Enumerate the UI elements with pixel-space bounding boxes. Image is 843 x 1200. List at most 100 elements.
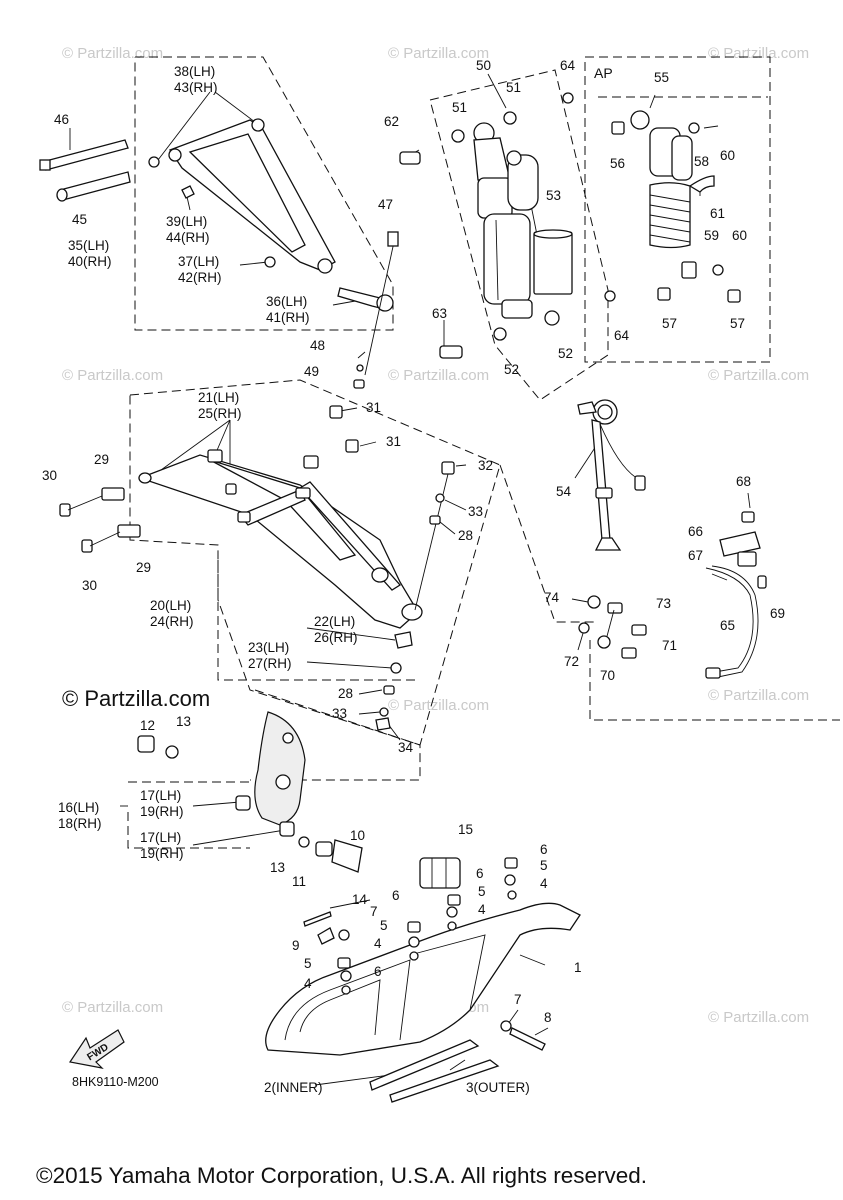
callout: 5	[478, 884, 486, 899]
sensor-cable	[705, 511, 767, 679]
callout: 58	[694, 154, 709, 169]
callout: 53	[546, 188, 561, 203]
spring-icon	[649, 194, 691, 243]
ski	[265, 857, 581, 1103]
callout: 14	[352, 892, 368, 907]
diagram-code: 8HK9110-M200	[72, 1075, 159, 1089]
callout: 22(LH)	[314, 614, 355, 629]
callout: 46	[54, 112, 69, 127]
watermark: © Partzilla.com	[62, 367, 163, 384]
gauge-tool	[577, 399, 646, 551]
callout: 10	[350, 828, 365, 843]
callout: 64	[614, 328, 630, 343]
callout: 45	[72, 212, 87, 227]
callout: 6	[392, 888, 400, 903]
callout: 17(LH)	[140, 830, 181, 845]
watermark: © Partzilla.com	[708, 1009, 809, 1026]
callout: 23(LH)	[248, 640, 289, 655]
shock-absorber	[399, 92, 616, 359]
callout: 68	[736, 474, 751, 489]
callout: 27(RH)	[248, 656, 292, 671]
callout: 41(RH)	[266, 310, 310, 325]
callout: 8	[544, 1010, 552, 1025]
callout: 2(INNER)	[264, 1080, 323, 1095]
callout: 4	[304, 976, 312, 991]
callout: 18(RH)	[58, 816, 102, 831]
callout: 29	[94, 452, 109, 467]
callout: 63	[432, 306, 447, 321]
callout: 31	[366, 400, 381, 415]
callout: 32	[478, 458, 493, 473]
callout: 17(LH)	[140, 788, 181, 803]
callout: 20(LH)	[150, 598, 191, 613]
callout: 59	[704, 228, 719, 243]
callout: 69	[770, 606, 785, 621]
callout: 51	[506, 80, 521, 95]
lower-a-arm	[59, 364, 455, 731]
watermark: © Partzilla.com	[708, 367, 809, 384]
leader-lines	[69, 73, 751, 1086]
ap-label: AP	[594, 65, 613, 81]
callout: 48	[310, 338, 325, 353]
watermark: © Partzilla.com	[388, 367, 489, 384]
callout: 16(LH)	[58, 800, 99, 815]
upper-a-arm	[148, 118, 336, 274]
watermark: © Partzilla.com	[62, 45, 163, 62]
callout: 62	[384, 114, 399, 129]
callout: 73	[656, 596, 671, 611]
washer-icon	[148, 156, 160, 168]
watermark: © Partzilla.com	[388, 45, 489, 62]
callout: 49	[304, 364, 319, 379]
callout: 71	[662, 638, 677, 653]
callout: 26(RH)	[314, 630, 358, 645]
callout: 31	[386, 434, 401, 449]
callout: 57	[662, 316, 677, 331]
callout: 38(LH)	[174, 64, 215, 79]
callout: 40(RH)	[68, 254, 112, 269]
brand-overlay: © Partzilla.com	[62, 686, 210, 711]
callout: 7	[514, 992, 522, 1007]
callout: 35(LH)	[68, 238, 109, 253]
callout: 57	[730, 316, 745, 331]
callout: 65	[720, 618, 735, 633]
callout: 3(OUTER)	[466, 1080, 530, 1095]
callout: 19(RH)	[140, 846, 184, 861]
callout: 70	[600, 668, 615, 683]
callout: 54	[556, 484, 572, 499]
callout: 4	[540, 876, 548, 891]
watermark: © Partzilla.com	[388, 697, 489, 714]
callout: 43(RH)	[174, 80, 218, 95]
ap-shock	[611, 110, 741, 303]
callout: 33	[332, 706, 347, 721]
callout: 1	[574, 960, 582, 975]
callout: 50	[476, 58, 491, 73]
ball-joint-36	[337, 231, 399, 376]
callout: 12	[140, 718, 155, 733]
callout: 19(RH)	[140, 804, 184, 819]
callout: 5	[304, 956, 312, 971]
callout: 4	[374, 936, 382, 951]
watermark: © Partzilla.com	[708, 45, 809, 62]
callout: 6	[476, 866, 484, 881]
callout: 21(LH)	[198, 390, 239, 405]
copyright: ©2015 Yamaha Motor Corporation, U.S.A. A…	[36, 1163, 647, 1188]
callout: 67	[688, 548, 703, 563]
callout: 52	[558, 346, 573, 361]
callout: 29	[136, 560, 151, 575]
callout: 56	[610, 156, 625, 171]
callout: 37(LH)	[178, 254, 219, 269]
callout: 13	[270, 860, 285, 875]
callout: 47	[378, 197, 393, 212]
callout: 66	[688, 524, 703, 539]
watermark: © Partzilla.com	[708, 687, 809, 704]
callout-labels: 38(LH) 43(RH) 46 45 39(LH) 44(RH) 35(LH)…	[42, 58, 785, 1095]
callout: 28	[458, 528, 473, 543]
callout: 25(RH)	[198, 406, 242, 421]
watermark: © Partzilla.com	[62, 999, 163, 1016]
callout: 39(LH)	[166, 214, 207, 229]
callout: 24(RH)	[150, 614, 194, 629]
callout: 11	[292, 874, 306, 889]
ski-spindle	[137, 711, 363, 873]
callout: 36(LH)	[266, 294, 307, 309]
